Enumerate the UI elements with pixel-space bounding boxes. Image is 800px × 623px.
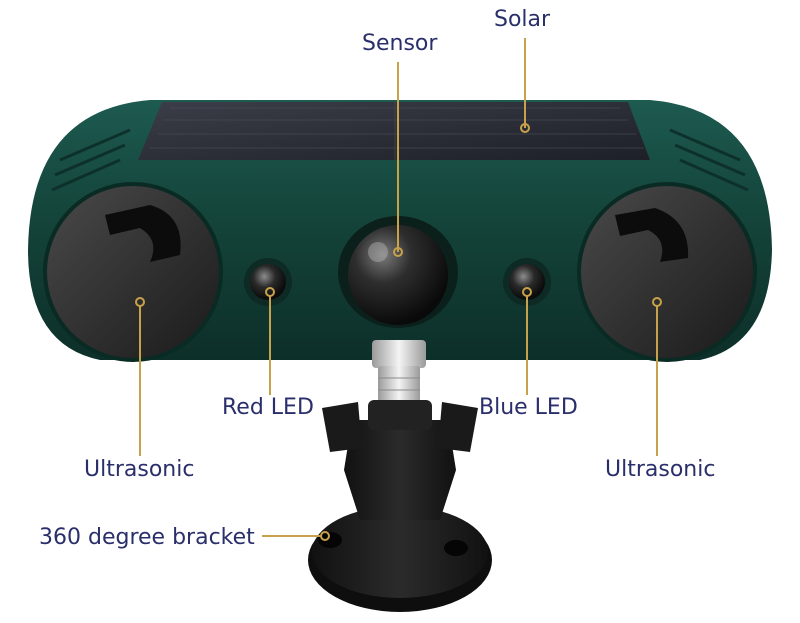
mounting-bracket	[308, 400, 492, 612]
blue-led-label: Blue LED	[479, 395, 578, 420]
bracket-label: 360 degree bracket	[39, 525, 255, 550]
solar-label: Solar	[494, 7, 551, 32]
leader-lines	[139, 38, 658, 537]
left-ultrasonic-speaker	[43, 182, 223, 362]
pir-sensor	[338, 216, 458, 328]
right-ultrasonic-label: Ultrasonic	[605, 457, 716, 482]
red-led-label: Red LED	[222, 395, 314, 420]
sensor-label: Sensor	[362, 31, 438, 56]
solar-panel	[138, 102, 650, 160]
right-ultrasonic-speaker	[577, 182, 757, 362]
leader-dots	[135, 123, 662, 541]
red-led	[244, 258, 292, 306]
swivel-joint	[372, 340, 426, 402]
left-ultrasonic-label: Ultrasonic	[84, 457, 195, 482]
blue-led	[503, 258, 551, 306]
